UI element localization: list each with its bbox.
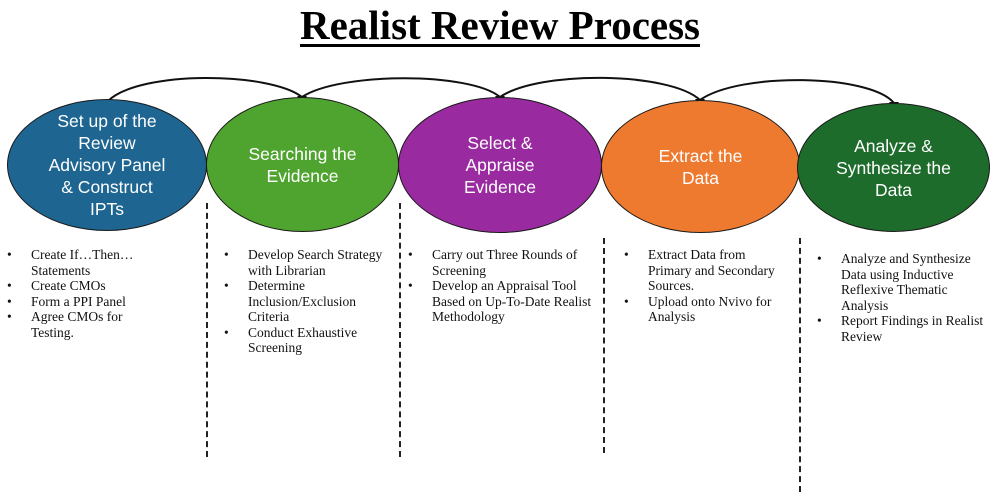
bullet-item: Develop an Appraisal Tool Based on Up-To…: [401, 278, 601, 325]
bullet-item: Report Findings in Realist Review: [810, 313, 985, 344]
bullet-item: Carry out Three Rounds of Screening: [401, 247, 601, 278]
bullet-item: Determine Inclusion/Exclusion Criteria: [217, 278, 387, 325]
bullet-item: Extract Data from Primary and Secondary …: [617, 247, 787, 294]
bullet-item: Upload onto Nvivo for Analysis: [617, 294, 787, 325]
step-bullets-extract: Extract Data from Primary and Secondary …: [617, 247, 787, 325]
bullet-item: Agree CMOs for Testing.: [0, 309, 165, 340]
diagram-title: Realist Review Process: [299, 2, 700, 48]
bullet-item: Analyze and Synthesize Data using Induct…: [810, 251, 985, 313]
step-bullets-select-appraise: Carry out Three Rounds of Screening Deve…: [401, 247, 601, 325]
step-bullets-setup: Create If…Then… Statements Create CMOs F…: [0, 247, 165, 340]
step-bullets-analyze: Analyze and Synthesize Data using Induct…: [810, 251, 985, 344]
bullet-item: Create If…Then… Statements: [0, 247, 165, 278]
arc-3-4: [499, 76, 701, 101]
step-label: Set up of the Review Advisory Panel & Co…: [48, 111, 166, 219]
step-node-searching: Searching the Evidence: [206, 97, 399, 232]
step-label: Searching the Evidence: [248, 143, 357, 186]
bullet-item: Conduct Exhaustive Screening: [217, 325, 387, 356]
dashed-divider: [603, 238, 605, 453]
dashed-divider: [399, 203, 401, 457]
step-label: Extract the Data: [658, 145, 743, 188]
arc-1-2: [107, 77, 303, 102]
step-label: Analyze & Synthesize the Data: [836, 135, 951, 200]
bullet-item: Form a PPI Panel: [0, 294, 165, 310]
arc-2-3: [301, 77, 501, 98]
bullet-item: Create CMOs: [0, 278, 165, 294]
arc-4-5: [699, 79, 895, 104]
bullet-item: Develop Search Strategy with Librarian: [217, 247, 387, 278]
dashed-divider: [206, 203, 208, 457]
dashed-divider: [799, 238, 801, 492]
step-label: Select & Appraise Evidence: [464, 133, 536, 197]
step-node-select-appraise: Select & Appraise Evidence: [398, 97, 602, 233]
step-bullets-searching: Develop Search Strategy with Librarian D…: [217, 247, 387, 356]
step-node-setup: Set up of the Review Advisory Panel & Co…: [7, 99, 207, 231]
step-node-extract: Extract the Data: [601, 100, 800, 233]
step-node-analyze: Analyze & Synthesize the Data: [797, 103, 990, 232]
